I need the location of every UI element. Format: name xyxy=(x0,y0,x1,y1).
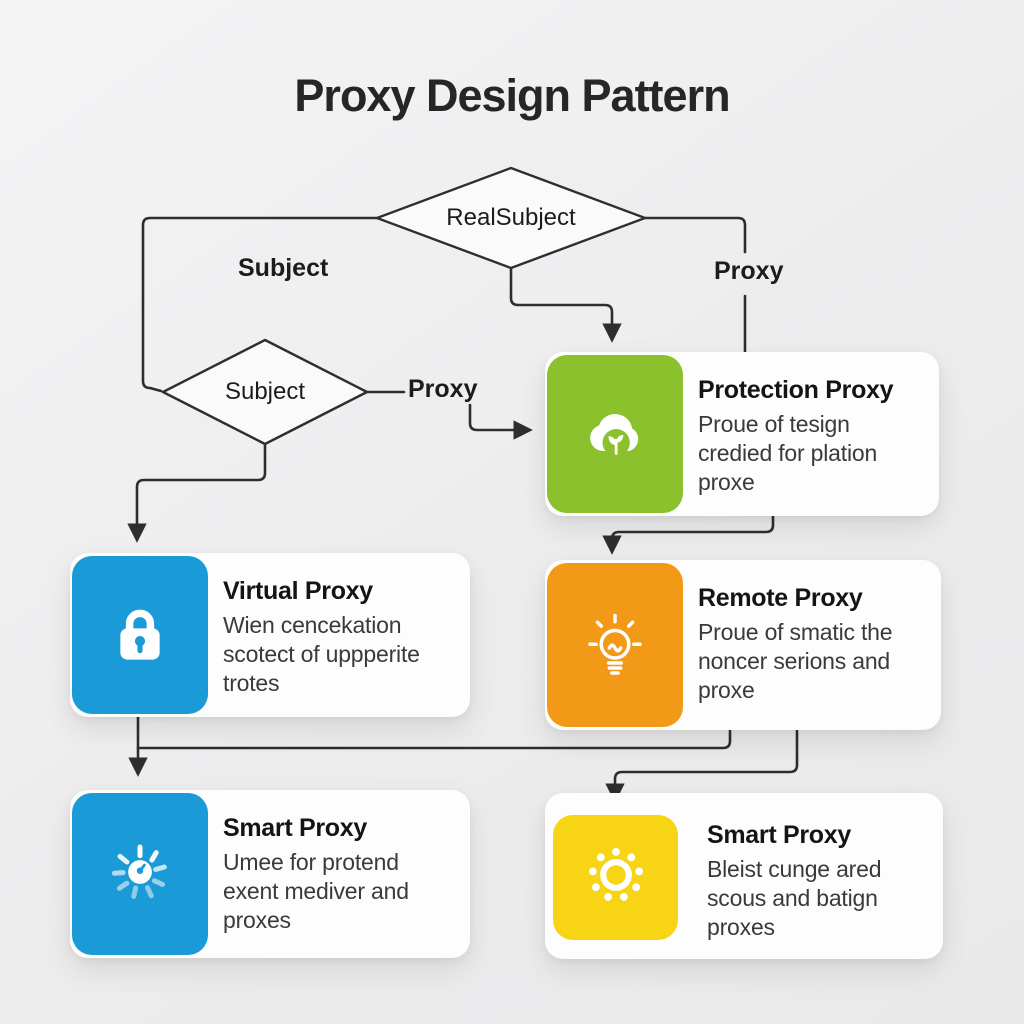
card-title: Virtual Proxy xyxy=(223,577,373,605)
virtual-proxy-tile xyxy=(72,556,208,714)
card-remote-proxy: Remote Proxy Proue of smatic the noncer … xyxy=(545,560,941,730)
smart-proxy-left-tile xyxy=(72,793,208,955)
card-title: Protection Proxy xyxy=(698,376,894,404)
card-body: Proue of smatic the noncer serions and p… xyxy=(698,619,893,703)
smart-proxy-right-tile xyxy=(553,815,678,940)
card-title: Remote Proxy xyxy=(698,584,863,612)
padlock-icon xyxy=(103,596,177,675)
gauge-rays-icon xyxy=(100,832,180,917)
card-title: Smart Proxy xyxy=(707,821,851,849)
edge-subject-arrow-to-virtual xyxy=(127,442,267,543)
card-body: Umee for protend exent mediver and proxe… xyxy=(223,849,409,933)
diamond-label-subject: Subject xyxy=(224,378,306,405)
edge-protection-arrow-to-remote xyxy=(602,514,775,555)
page-title: Proxy Design Pattern xyxy=(294,70,730,121)
edge-label-proxy-top: Proxy xyxy=(714,257,784,285)
card-body: Proue of tesign credied for plation prox… xyxy=(698,411,878,495)
edge-label-proxy-mid: Proxy xyxy=(408,375,478,403)
edge-realsubject-to-proxy-top xyxy=(642,216,747,254)
card-smart-proxy-right: Smart Proxy Bleist cunge ared scous and … xyxy=(545,793,943,959)
card-title: Smart Proxy xyxy=(223,814,367,842)
card-virtual-proxy: Virtual Proxy Wien cencekation scotect o… xyxy=(70,553,470,717)
diamond-subject xyxy=(161,338,369,446)
edge-realsubject-down-arrow xyxy=(509,266,622,343)
sun-dots-icon xyxy=(577,836,655,919)
remote-proxy-tile xyxy=(547,563,683,727)
lightbulb-icon xyxy=(575,603,655,688)
edge-label-subject: Subject xyxy=(238,254,329,282)
card-body: Bleist cunge ared scous and batign proxe… xyxy=(707,856,882,940)
edge-virtual-branch-to-remote xyxy=(136,729,732,750)
protection-proxy-tile xyxy=(547,355,683,513)
edge-realsubject-to-subject xyxy=(141,216,380,393)
card-protection-proxy: Protection Proxy Proue of tesign credied… xyxy=(545,352,939,516)
diamond-label-realsubject: RealSubject xyxy=(446,204,576,231)
diamond-real-subject xyxy=(375,166,647,270)
edge-proxy-mid-arrow-to-protection xyxy=(468,403,533,440)
edge-remote-arrow-to-smart-right xyxy=(605,729,799,803)
card-smart-proxy-left: Smart Proxy Umee for protend exent mediv… xyxy=(70,790,470,958)
card-body: Wien cencekation scotect of uppperite tr… xyxy=(223,612,420,696)
cloud-sprout-icon xyxy=(577,394,653,475)
